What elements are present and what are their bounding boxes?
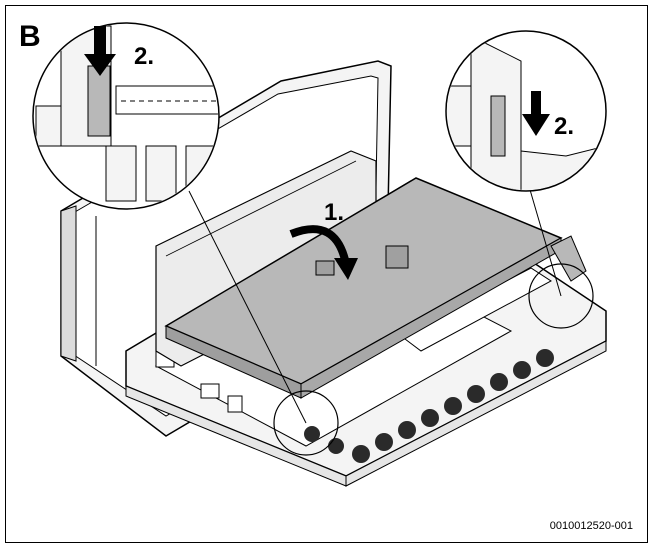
detail-marker-right bbox=[528, 263, 594, 329]
cable-glands bbox=[304, 349, 554, 463]
down-arrow-icon bbox=[522, 91, 550, 136]
figure-frame: 1. 2. bbox=[5, 5, 648, 543]
step-2-left-label: 2. bbox=[134, 43, 154, 70]
leader-line-right bbox=[525, 175, 562, 297]
down-arrow-icon bbox=[84, 26, 116, 76]
panel-label: B bbox=[19, 20, 41, 53]
leader-line-left bbox=[188, 190, 307, 424]
step-2-right-label: 2. bbox=[554, 113, 574, 140]
detail-marker-left bbox=[273, 390, 339, 456]
assembly-illustration: 1. 2. bbox=[32, 22, 607, 487]
cover-plate bbox=[164, 177, 563, 399]
locking-tab bbox=[550, 235, 587, 282]
reference-code: 0010012520-001 bbox=[549, 520, 633, 532]
detail-view-right: 2. bbox=[445, 30, 607, 192]
step-1-label: 1. bbox=[324, 199, 344, 226]
curved-arrow-icon bbox=[289, 225, 358, 280]
